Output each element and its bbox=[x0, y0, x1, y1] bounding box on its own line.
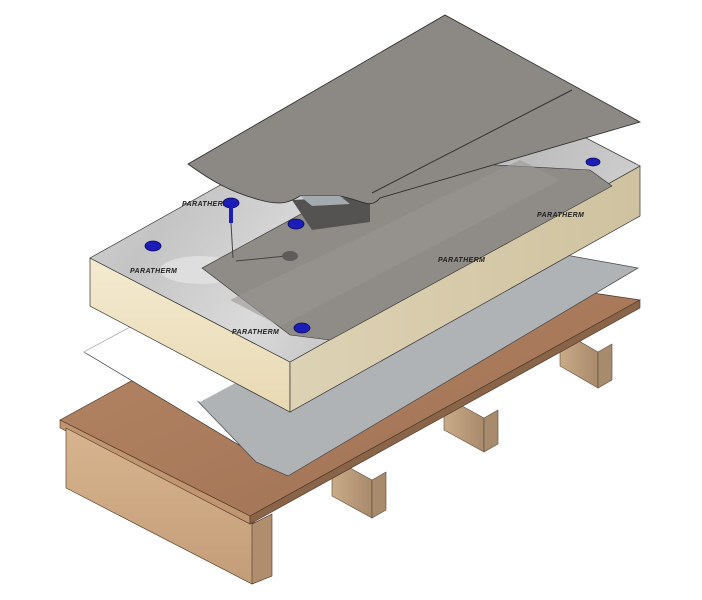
svg-text:PARATHERM: PARATHERM bbox=[130, 268, 177, 275]
membrane-top-sheet bbox=[187, 14, 642, 230]
svg-text:PARATHERM: PARATHERM bbox=[537, 212, 584, 219]
svg-text:PARATHERM: PARATHERM bbox=[182, 201, 229, 208]
fastener-screw bbox=[222, 197, 298, 262]
fastener-plates bbox=[144, 157, 601, 334]
insulation-print-labels: PARATHERM PARATHERM PARATHERM PARATHERM … bbox=[130, 201, 584, 336]
svg-text:PARATHERM: PARATHERM bbox=[232, 329, 279, 336]
svg-text:PARATHERM: PARATHERM bbox=[438, 257, 485, 264]
